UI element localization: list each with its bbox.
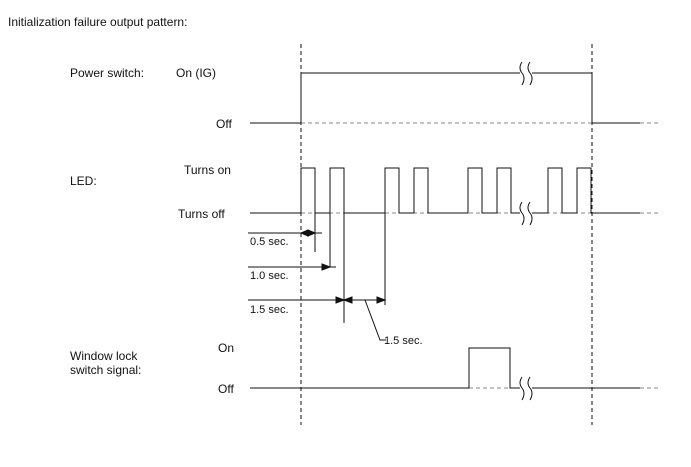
window-lock-break-gap — [520, 378, 532, 398]
led-label: LED: — [70, 174, 97, 188]
interval-label-0-5: 0.5 sec. — [250, 236, 289, 248]
window-lock-break-mark-right — [527, 376, 533, 401]
power-waveform — [250, 61, 658, 124]
arrow-1-5 — [335, 296, 346, 304]
arrow-0-5-b — [307, 229, 317, 237]
window-lock-label-line1: Window lock — [70, 349, 138, 363]
window-lock-trace — [250, 347, 640, 389]
window-lock-on-label: On — [218, 341, 235, 355]
led-break-gap — [520, 203, 532, 223]
power-break-mark-right — [527, 61, 533, 86]
led-on-label: Turns on — [184, 163, 231, 177]
led-trace — [250, 167, 640, 214]
window-lock-waveform — [250, 347, 658, 401]
interval-label-1-5-led: 1.5 sec. — [384, 335, 423, 347]
power-switch-label: Power switch: — [70, 66, 145, 80]
power-break-mark-left — [519, 61, 525, 86]
arrow-1-0 — [321, 263, 332, 271]
power-on-label: On (IG) — [176, 66, 217, 80]
window-lock-break-mark-left — [519, 376, 525, 401]
power-off-label: Off — [216, 117, 232, 131]
power-trace — [250, 72, 640, 124]
power-break-gap — [520, 64, 532, 84]
interval-markers — [248, 213, 387, 341]
leader-line-1-5 — [364, 299, 386, 341]
led-break-mark-left — [519, 201, 525, 226]
led-off-label: Turns off — [178, 207, 225, 221]
arrow-0-5-a — [299, 229, 309, 237]
arrow-1-5-off-a — [342, 296, 353, 304]
window-lock-label-line2: switch signal: — [70, 363, 142, 377]
arrow-1-5-off-b — [376, 296, 387, 304]
window-lock-off-label: Off — [218, 382, 234, 396]
diagram-title: Initialization failure output pattern: — [8, 15, 188, 29]
interval-label-1-5: 1.5 sec. — [250, 304, 289, 316]
led-waveform — [250, 167, 658, 226]
interval-label-1-0: 1.0 sec. — [250, 270, 289, 282]
led-break-mark-right — [527, 201, 533, 226]
